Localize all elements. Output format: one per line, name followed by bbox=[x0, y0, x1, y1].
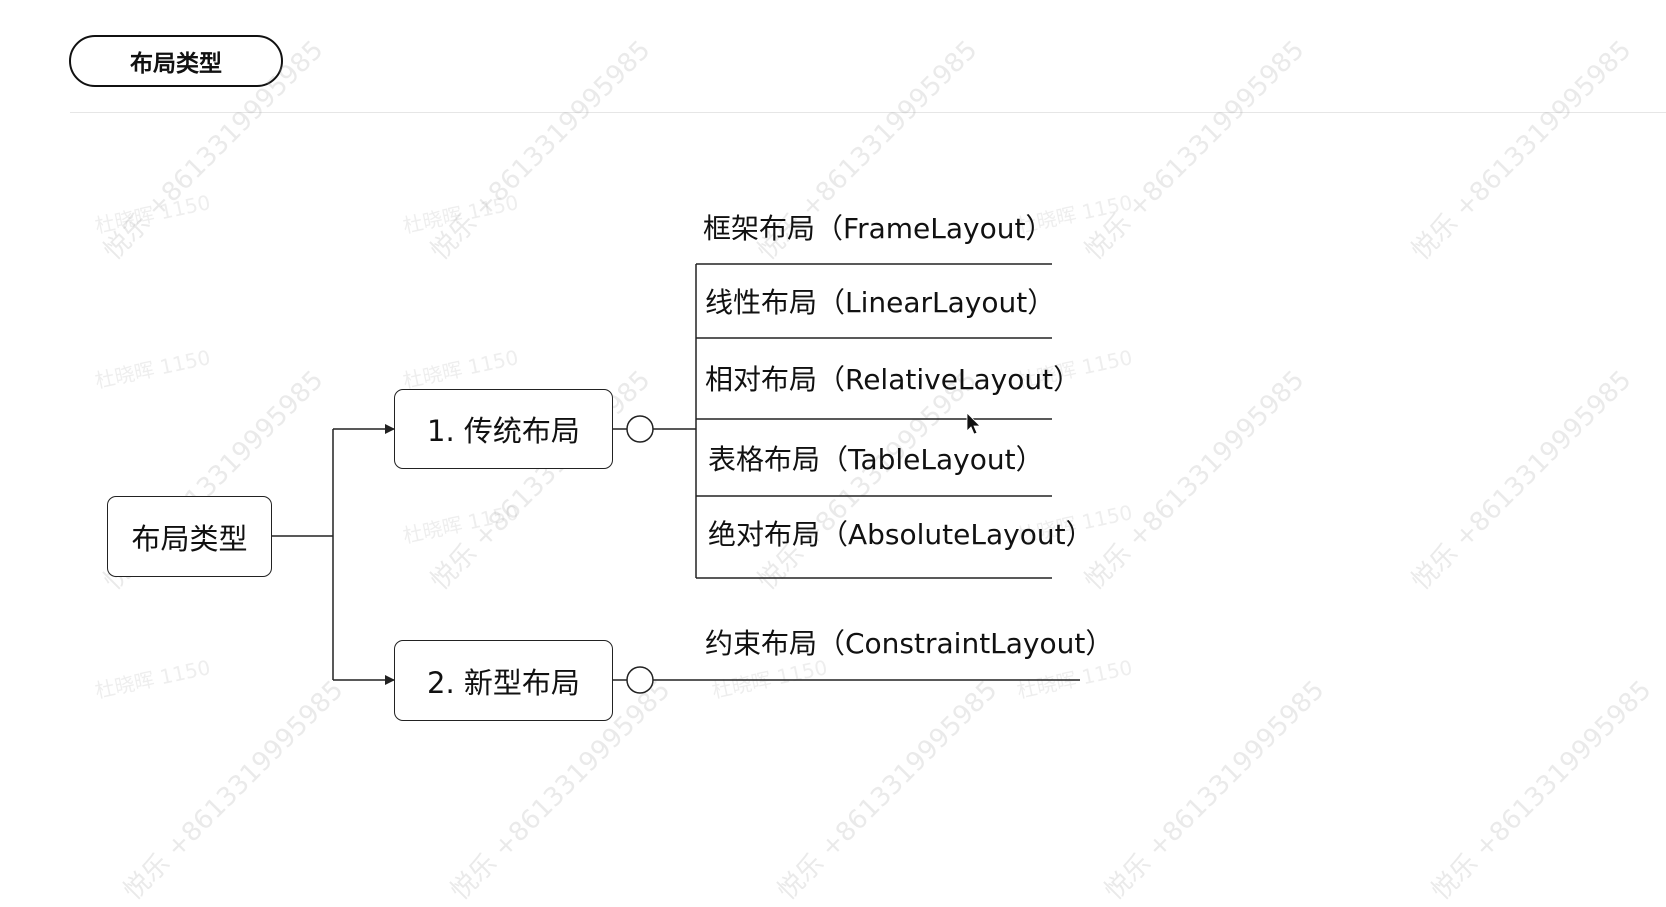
leaf-linear-layout: 线性布局（LinearLayout） bbox=[705, 286, 1056, 319]
branch-2-junction-circle bbox=[626, 666, 654, 694]
leaf-absolute-layout: 绝对布局（AbsoluteLayout） bbox=[708, 518, 1094, 551]
root-node: 布局类型 bbox=[107, 496, 272, 577]
header-divider bbox=[70, 112, 1666, 113]
branch-node-traditional: 1. 传统布局 bbox=[394, 389, 613, 469]
diagram-connectors bbox=[272, 263, 1080, 694]
leaf-relative-layout: 相对布局（RelativeLayout） bbox=[705, 363, 1082, 396]
branch-1-junction-circle bbox=[626, 415, 654, 443]
page-title: 布局类型 bbox=[69, 35, 283, 87]
leaf-table-layout: 表格布局（TableLayout） bbox=[708, 443, 1044, 476]
branch-node-new: 2. 新型布局 bbox=[394, 640, 613, 721]
mouse-pointer-icon bbox=[966, 412, 981, 435]
leaf-constraint-layout: 约束布局（ConstraintLayout） bbox=[705, 627, 1114, 660]
leaf-frame-layout: 框架布局（FrameLayout） bbox=[703, 212, 1054, 245]
